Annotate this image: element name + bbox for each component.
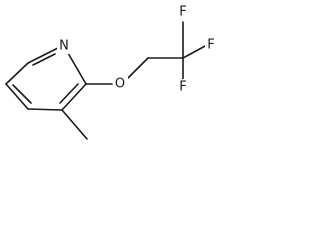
pyridine-ring [5, 47, 87, 111]
atom-f-bottom: F [177, 79, 189, 95]
atom-o: O [113, 77, 128, 93]
bond-c5-c4 [5, 83, 29, 110]
bond-c5-c4-inner [12, 84, 32, 104]
svg-text:F: F [179, 80, 186, 95]
svg-text:F: F [207, 38, 214, 53]
methyl-bond [61, 109, 88, 140]
bond-n1-c6 [27, 47, 59, 64]
structure-canvas: N O F F F [0, 0, 231, 157]
bond-c6-c5 [5, 62, 29, 85]
atom-f-top-right: F [205, 37, 217, 53]
atom-f-top-left: F [177, 4, 189, 20]
molecule-drawing: N O F F F [5, 4, 217, 140]
svg-text:F: F [179, 5, 186, 20]
bond-c4-c3 [27, 108, 63, 111]
bond-c3-c2-inner [59, 83, 79, 104]
svg-text:O: O [115, 77, 125, 92]
bond-c-f-top-right [182, 44, 208, 59]
bond-n1-c6-inner [32, 53, 56, 66]
bond-c2-n1 [67, 52, 87, 85]
bond-o-ch2 [127, 57, 149, 79]
atom-n: N [57, 38, 71, 54]
svg-text:N: N [59, 39, 69, 54]
bond-c3-c2 [61, 83, 87, 111]
